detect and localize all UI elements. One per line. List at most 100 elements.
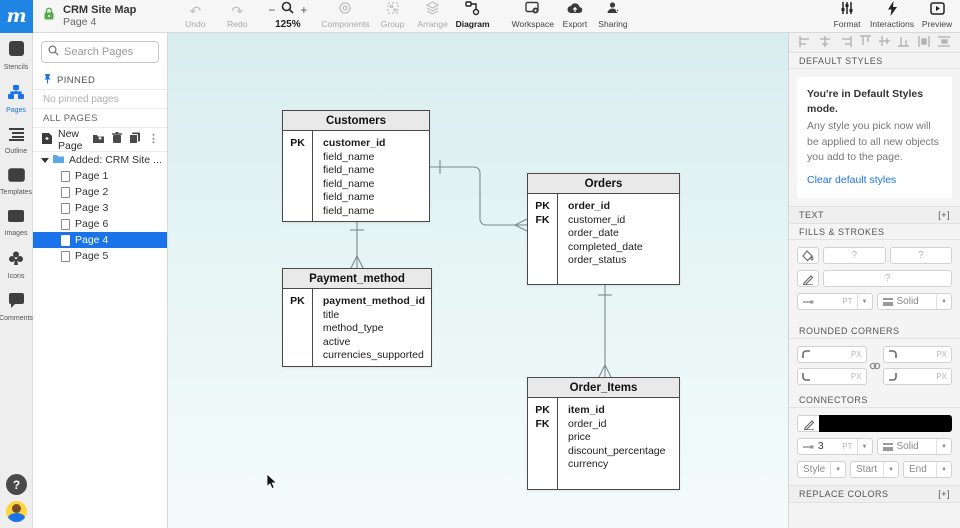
sidebar-item-pages[interactable]: Pages bbox=[0, 77, 32, 120]
preview-button[interactable]: Preview bbox=[920, 1, 954, 29]
sidebar-item-stencils[interactable]: Stencils bbox=[0, 33, 32, 77]
workspace-button[interactable]: Workspace bbox=[512, 1, 554, 29]
no-pinned-pages-text: No pinned pages bbox=[33, 90, 167, 109]
diagram-button[interactable]: Diagram bbox=[456, 0, 490, 29]
undo-button[interactable]: ↶ Undo bbox=[185, 2, 206, 30]
corner-bottom-right-input[interactable]: PX bbox=[882, 368, 952, 386]
folder-caret-icon[interactable] bbox=[41, 157, 49, 163]
stroke-pen-icon[interactable] bbox=[797, 270, 819, 288]
page-item[interactable]: Page 6 bbox=[33, 216, 167, 232]
document-titles[interactable]: CRM Site Map Page 4 bbox=[63, 4, 136, 29]
page-item[interactable]: Page 4 bbox=[33, 232, 167, 248]
entity-key bbox=[528, 458, 557, 472]
zoom-in-button[interactable]: + bbox=[300, 3, 308, 17]
pinned-section-header[interactable]: PINNED bbox=[33, 71, 167, 90]
export-button[interactable]: Export bbox=[558, 2, 592, 29]
align-left-icon[interactable] bbox=[799, 34, 811, 52]
search-pages-input[interactable] bbox=[64, 46, 154, 58]
corner-top-left-input[interactable]: PX bbox=[797, 346, 867, 364]
connector-line-style-dropdown[interactable]: Style▼ bbox=[797, 461, 846, 479]
pages-folder[interactable]: Added: CRM Site ... bbox=[33, 152, 167, 168]
corner-bottom-left-input[interactable]: PX bbox=[797, 368, 867, 386]
help-button[interactable]: ? bbox=[6, 474, 27, 495]
sidebar-item-templates[interactable]: Templates bbox=[0, 161, 32, 202]
connector-color-swatch[interactable] bbox=[819, 415, 952, 433]
sidebar-item-outline[interactable]: Outline bbox=[0, 120, 32, 161]
page-menu-icon[interactable]: ⋮ bbox=[148, 133, 159, 145]
avatar-head bbox=[12, 504, 21, 513]
distribute-vertical-icon[interactable] bbox=[937, 34, 950, 52]
stroke-color-input[interactable] bbox=[823, 270, 952, 288]
align-right-icon[interactable] bbox=[840, 34, 852, 52]
workspace-icon bbox=[525, 1, 541, 20]
connectors-header: CONNECTORS bbox=[789, 392, 960, 409]
caret-down-icon: ▼ bbox=[936, 462, 951, 478]
search-icon bbox=[48, 45, 59, 59]
arrange-button[interactable]: Arrange bbox=[416, 1, 450, 29]
align-bottom-icon[interactable] bbox=[898, 34, 910, 52]
new-folder-icon[interactable] bbox=[92, 133, 105, 147]
text-section-bar[interactable]: TEXT [+] bbox=[789, 206, 960, 225]
align-middle-icon[interactable] bbox=[879, 34, 891, 52]
interactions-button[interactable]: Interactions bbox=[870, 0, 914, 29]
pages-panel: PINNED No pinned pages ALL PAGES New Pag… bbox=[33, 33, 168, 528]
caret-down-icon: ▼ bbox=[936, 294, 951, 310]
components-button[interactable]: Components bbox=[321, 2, 370, 29]
duplicate-page-icon[interactable] bbox=[129, 132, 141, 147]
sharing-icon bbox=[606, 1, 620, 20]
new-page-button[interactable]: New Page bbox=[58, 127, 83, 152]
align-center-icon[interactable] bbox=[819, 34, 831, 52]
fills-strokes-header: FILLS & STROKES bbox=[789, 224, 960, 241]
pinned-label: PINNED bbox=[57, 74, 96, 86]
entity-key bbox=[283, 191, 312, 205]
entity-key bbox=[283, 151, 312, 165]
fill-bucket-icon[interactable] bbox=[797, 247, 819, 265]
align-top-icon[interactable] bbox=[859, 34, 871, 52]
sharing-button[interactable]: Sharing bbox=[596, 1, 630, 29]
clear-default-styles-link[interactable]: Clear default styles bbox=[807, 174, 897, 187]
distribute-horizontal-icon[interactable] bbox=[917, 34, 930, 52]
corner-top-right-input[interactable]: PX bbox=[882, 346, 952, 364]
stroke-width-combo[interactable]: PT ▼ bbox=[797, 293, 873, 311]
redo-button[interactable]: ↷ Redo bbox=[227, 2, 248, 30]
entity-key-column: PK bbox=[283, 289, 313, 366]
format-button[interactable]: Format bbox=[830, 2, 864, 29]
connector-style-combo[interactable]: Solid ▼ bbox=[876, 438, 952, 456]
replace-colors-bar[interactable]: REPLACE COLORS [+] bbox=[789, 485, 960, 504]
page-item[interactable]: Page 2 bbox=[33, 184, 167, 200]
page-item[interactable]: Page 5 bbox=[33, 248, 167, 264]
zoom-level[interactable]: 125% bbox=[275, 18, 301, 30]
sidebar-item-images[interactable]: Images bbox=[0, 202, 32, 243]
left-rail: Stencils Pages Outline Templates Images … bbox=[0, 33, 33, 528]
delete-page-icon[interactable] bbox=[112, 132, 122, 147]
fill-opacity-input[interactable] bbox=[889, 247, 952, 265]
text-expand-icon[interactable]: [+] bbox=[938, 210, 950, 221]
new-page-icon[interactable] bbox=[41, 132, 53, 148]
connector-start-dropdown[interactable]: Start▼ bbox=[850, 461, 899, 479]
search-pages-box[interactable] bbox=[41, 41, 159, 63]
page-item[interactable]: Page 1 bbox=[33, 168, 167, 184]
zoom-out-button[interactable]: − bbox=[268, 3, 276, 17]
stroke-style-combo[interactable]: Solid ▼ bbox=[876, 293, 952, 311]
connector-pen-icon[interactable] bbox=[797, 415, 819, 433]
sidebar-item-icons[interactable]: Icons bbox=[0, 243, 32, 286]
group-button[interactable]: Group bbox=[376, 2, 410, 29]
user-avatar[interactable] bbox=[6, 501, 27, 522]
interactions-icon bbox=[887, 0, 898, 21]
page-item[interactable]: Page 3 bbox=[33, 200, 167, 216]
default-styles-title: You're in Default Styles mode. bbox=[807, 88, 924, 116]
fill-color-input[interactable] bbox=[823, 247, 886, 265]
connector-end-dropdown[interactable]: End▼ bbox=[903, 461, 952, 479]
replace-colors-expand-icon[interactable]: [+] bbox=[938, 489, 950, 500]
moqups-logo[interactable]: m bbox=[0, 0, 33, 33]
link-corners-icon[interactable] bbox=[868, 362, 882, 370]
sidebar-item-comments[interactable]: Comments bbox=[0, 286, 33, 328]
new-page-row: New Page ⋮ bbox=[33, 128, 167, 152]
